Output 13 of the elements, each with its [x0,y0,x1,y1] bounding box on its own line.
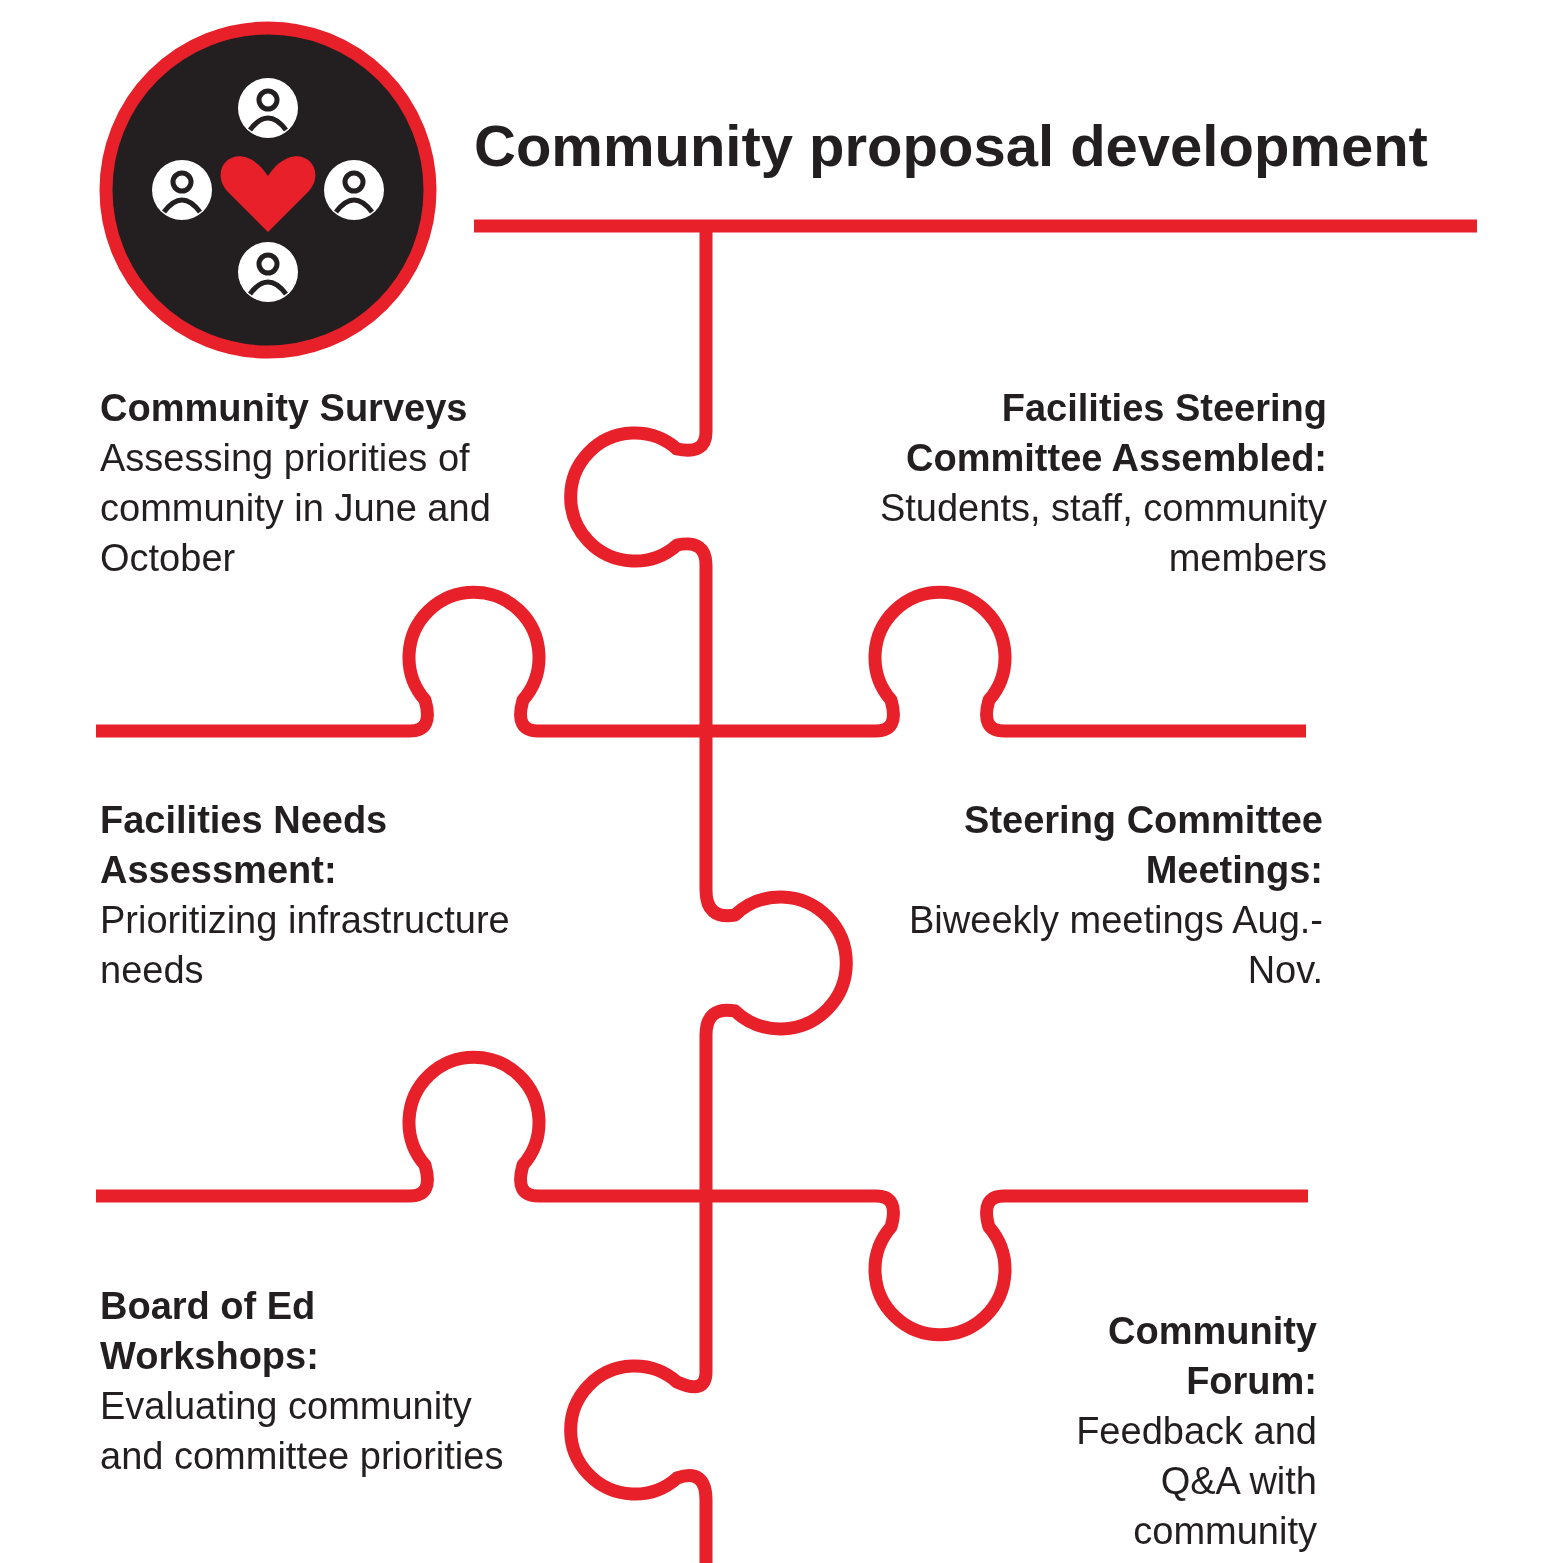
step-heading: Facilities Needs Assessment: [100,798,389,893]
step-heading: Board of Ed Workshops: [100,1284,320,1379]
step-description: Feedback and Q&A with community [1075,1409,1317,1554]
step-description: Evaluating community and committee priorities [100,1384,505,1479]
step-heading: Facilities Steering Committee Assembled: [905,386,1327,481]
step-description: Assessing priorities of community in June and October [100,436,492,581]
step-heading: Steering Committee Meetings: [963,798,1323,893]
step-description: Students, staff, community members [878,486,1327,581]
step-heading: Community Forum: [1107,1309,1317,1404]
step-description: Biweekly meetings Aug.-Nov. [908,898,1323,993]
step-heading: Community Surveys [100,386,469,431]
step-description: Prioritizing infrastructure needs [100,898,511,993]
title: Community proposal development [474,112,1429,179]
